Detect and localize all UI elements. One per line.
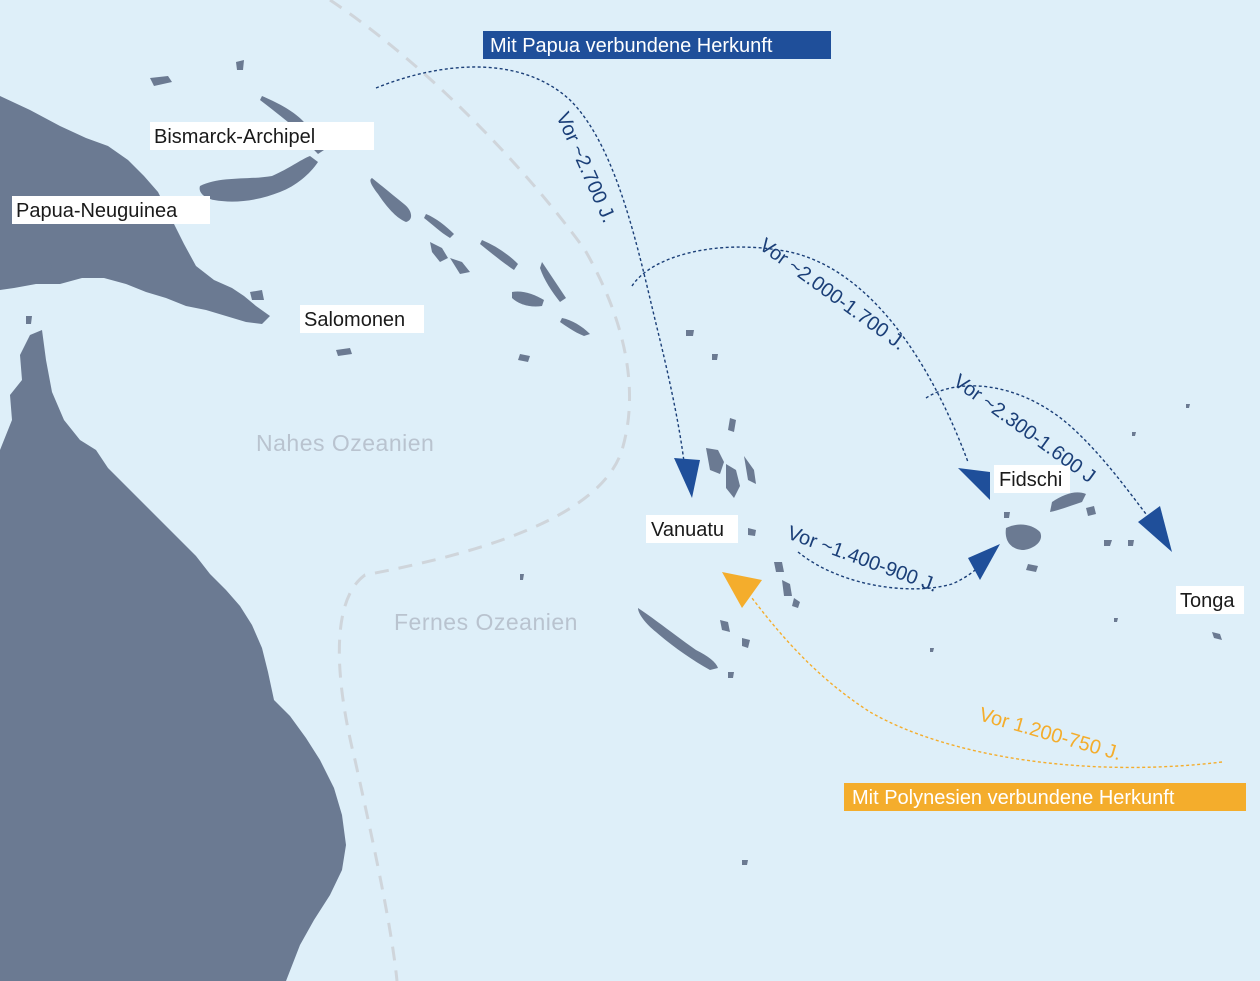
- place-label-solomons: Salomonen: [304, 309, 405, 331]
- place-label-tonga: Tonga: [1180, 590, 1235, 612]
- region-label-remote-oceania: Fernes Ozeanien: [394, 609, 578, 635]
- bougainville-island: [370, 178, 412, 222]
- new-georgia-islands: [430, 242, 470, 274]
- region-label-near-oceania: Nahes Ozeanien: [256, 430, 434, 456]
- bismarck-islet: [236, 60, 244, 70]
- arrowhead-fiji-icon: [958, 468, 990, 500]
- legend-polynesian-box: [844, 783, 1246, 811]
- solomon-islets: [336, 330, 718, 362]
- arrowhead-fiji-from-vanuatu-icon: [968, 544, 1000, 580]
- place-label-bg-bismarck: [150, 122, 374, 150]
- malaita-island: [540, 262, 566, 302]
- vanuatu-islands: [706, 418, 800, 608]
- santa-isabel-island: [480, 240, 518, 270]
- legend-papuan-label: Mit Papua verbundene Herkunft: [490, 35, 773, 57]
- route-to-tonga: [925, 385, 1147, 515]
- place-label-bg-tonga: [1176, 586, 1244, 614]
- place-label-fiji: Fidschi: [999, 469, 1062, 491]
- place-label-bg-png: [12, 196, 210, 224]
- place-label-png: Papua-Neuguinea: [16, 200, 178, 222]
- route-polynesia-vanuatu: [751, 597, 1223, 769]
- new-britain-island: [199, 156, 318, 202]
- arrowhead-vanuatu-orange-icon: [722, 572, 762, 608]
- route-to-fiji: [631, 246, 969, 463]
- manus-island: [150, 76, 172, 86]
- new-caledonia-island: [638, 608, 718, 670]
- arrowhead-vanuatu-icon: [674, 458, 700, 498]
- legend-polynesian-label: Mit Polynesien verbundene Herkunft: [852, 787, 1175, 809]
- place-label-bg-solomons: [300, 305, 424, 333]
- place-label-bg-fiji: [994, 465, 1070, 493]
- route-vanuatu-fiji: [797, 551, 985, 590]
- viti-levu-island: [1005, 524, 1042, 550]
- vanua-levu-island: [1050, 492, 1086, 512]
- loyalty-islands: [720, 620, 750, 678]
- place-label-bg-vanuatu: [646, 515, 738, 543]
- arrowhead-tonga-icon: [1138, 506, 1172, 552]
- near-remote-oceania-boundary: [329, 0, 632, 981]
- route-bismarck-vanuatu: [375, 66, 685, 463]
- guadalcanal-island: [512, 291, 544, 307]
- australia-landmass: [0, 330, 346, 981]
- place-label-vanuatu: Vanuatu: [651, 519, 724, 541]
- place-label-bismarck: Bismarck-Archipel: [154, 126, 315, 148]
- makira-island: [560, 318, 590, 336]
- choiseul-island: [424, 214, 454, 238]
- legend-papuan-box: [483, 31, 831, 59]
